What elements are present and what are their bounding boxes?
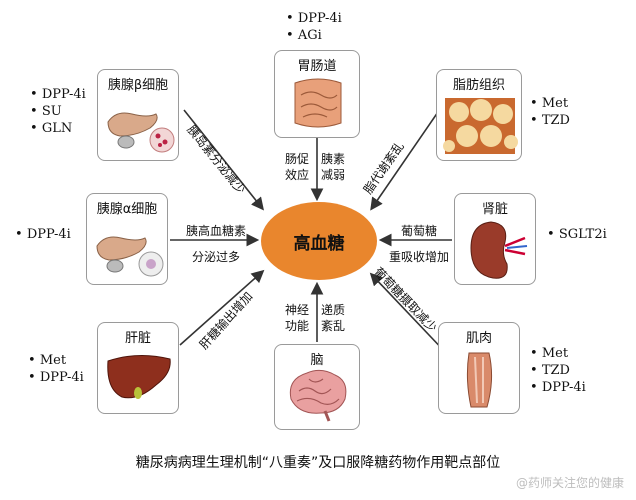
arrow-muscle: [369, 272, 449, 356]
brain-icon: [289, 369, 347, 422]
organ-kidney: 肾脏: [454, 193, 536, 285]
drugs-adipose: Met TZD: [530, 95, 570, 129]
arrow-liver: [179, 269, 265, 346]
drugs-pancreas-alpha: DPP-4i: [15, 226, 71, 243]
organ-title: 脂肪组织: [452, 78, 505, 93]
organ-title: 脑: [310, 353, 324, 368]
organ-pancreas-alpha: 胰腺α细胞: [86, 193, 168, 285]
drug-item: DPP-4i: [530, 379, 586, 396]
drugs-pancreas-beta: DPP-4i SU GLN: [30, 86, 86, 137]
drug-item: Met: [530, 345, 586, 362]
muscle-icon: [466, 352, 493, 408]
organ-title: 肌肉: [465, 331, 492, 346]
drug-item: TZD: [530, 362, 586, 379]
drug-item: AGi: [286, 27, 342, 44]
mechanism-pancreas-alpha: 胰高血糖素 分泌过多: [185, 224, 246, 264]
drugs-kidney: SGLT2i: [547, 226, 607, 243]
drugs-muscle: Met TZD DPP-4i: [530, 345, 586, 396]
drugs-gut: DPP-4i AGi: [286, 10, 342, 44]
drug-item: DPP-4i: [286, 10, 342, 27]
organ-title: 胰腺β细胞: [107, 78, 169, 93]
organ-title: 胰腺α细胞: [96, 202, 158, 217]
organ-brain: 脑: [274, 344, 360, 430]
drug-item: DPP-4i: [15, 226, 71, 243]
figure-caption: 糖尿病病理生理机制“八重奏”及口服降糖药物作用靶点部位: [135, 455, 501, 471]
mechanism-brain-right: 递质紊乱: [321, 303, 346, 333]
organ-title: 肝脏: [124, 331, 151, 346]
organ-title: 胃肠道: [297, 59, 337, 74]
arrow-pancreas-beta: [183, 109, 264, 211]
organ-pancreas-beta: 胰腺β细胞: [97, 69, 179, 161]
drug-item: SGLT2i: [547, 226, 607, 243]
drug-item: DPP-4i: [28, 369, 84, 386]
mechanism-gut-right: 胰素减弱: [321, 152, 346, 182]
mechanism-brain-left: 神经功能: [285, 303, 310, 333]
organ-liver: 肝脏: [97, 322, 179, 414]
mechanism-kidney: 葡萄糖 重吸收增加: [388, 224, 449, 264]
drugs-liver: Met DPP-4i: [28, 352, 84, 386]
pancreas-icon: [107, 112, 175, 153]
organ-title: 肾脏: [481, 202, 508, 217]
drug-item: Met: [530, 95, 570, 112]
fat-cells-icon: [443, 98, 518, 154]
drug-item: TZD: [530, 112, 570, 129]
liver-icon: [107, 355, 171, 399]
kidney-icon: [470, 221, 528, 279]
mechanism-gut-left: 肠促效应: [285, 152, 310, 182]
organ-muscle: 肌肉: [438, 322, 520, 414]
drug-item: Met: [28, 352, 84, 369]
drug-item: GLN: [30, 120, 86, 137]
intestine-icon: [294, 78, 342, 128]
watermark: @药师关注您的健康: [515, 476, 624, 490]
arrow-adipose: [370, 111, 439, 211]
pancreas-icon: [96, 236, 164, 277]
drug-item: DPP-4i: [30, 86, 86, 103]
organ-gut: 胃肠道: [274, 50, 360, 138]
drug-item: SU: [30, 103, 86, 120]
organ-adipose: 脂肪组织: [436, 69, 522, 161]
hyperglycemia-label: 高血糖: [293, 233, 345, 254]
hyperglycemia-node: 高血糖: [261, 202, 377, 280]
